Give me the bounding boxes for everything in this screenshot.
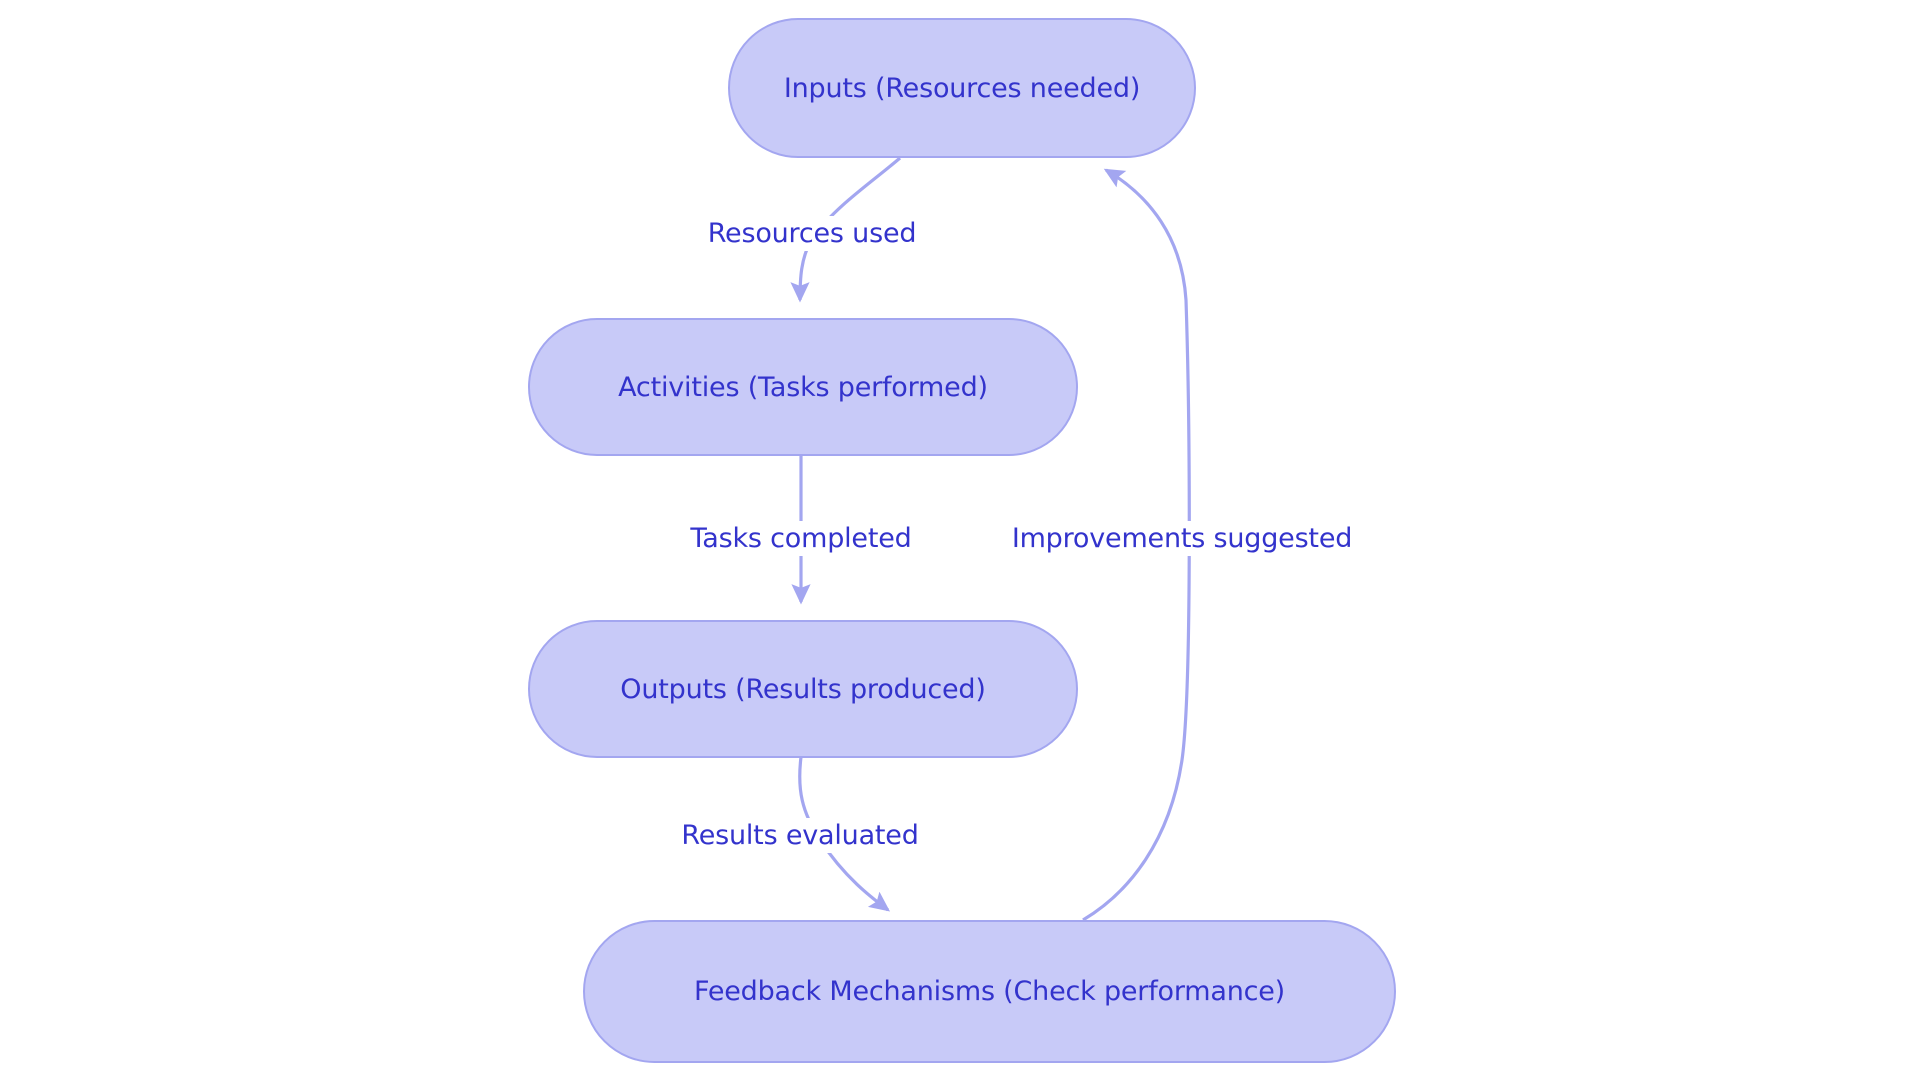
edge-label-tasks-completed: Tasks completed [686,521,916,557]
node-activities-label: Activities (Tasks performed) [618,371,988,403]
node-inputs-label: Inputs (Resources needed) [783,72,1141,104]
node-outputs[interactable]: Outputs (Results produced) [528,620,1078,758]
edge-label-improvements-suggested: Improvements suggested [1007,521,1357,557]
node-inputs[interactable]: Inputs (Resources needed) [728,18,1196,158]
edge-label-resources-used: Resources used [703,216,921,252]
node-feedback-mechanisms-label: Feedback Mechanisms (Check performance) [693,976,1286,1007]
node-feedback-mechanisms[interactable]: Feedback Mechanisms (Check performance) [583,920,1396,1063]
edge-label-results-evaluated: Results evaluated [677,818,923,854]
node-activities[interactable]: Activities (Tasks performed) [528,318,1078,456]
node-outputs-label: Outputs (Results produced) [620,673,986,705]
